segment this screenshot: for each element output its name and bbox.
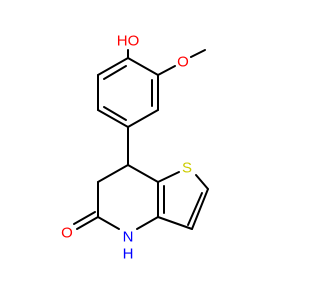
bond-s1-c2	[195, 174, 209, 190]
bond-c3-c3a	[157, 216, 193, 230]
bond-c4-c5-inner	[103, 106, 127, 121]
molecule-structure-diagram: HO O S N H O	[61, 32, 209, 263]
bond-c2-c3	[191, 188, 209, 230]
methoxy-oxygen-label: O	[177, 54, 189, 71]
dihydropyridinone-ring	[97, 164, 165, 230]
bond-c6-c1	[97, 57, 129, 76]
lactam-nitrogen-label: N	[123, 229, 134, 246]
lactam-nitrogen-h-label: H	[123, 246, 134, 263]
bond-c2-methoxy-o	[157, 65, 176, 76]
thiophene-ring	[157, 171, 209, 230]
hydroxyl-label: HO	[117, 33, 140, 50]
carbonyl-oxygen-label: O	[61, 225, 73, 242]
bond-c6-c7	[97, 164, 129, 183]
bond-c5-carbonyl-o-a	[76, 216, 99, 230]
thiophene-sulfur-label: S	[182, 160, 192, 177]
bond-c6-c1-inner	[103, 65, 127, 80]
bond-c7-c7a	[127, 164, 159, 183]
bond-c3-c4	[127, 109, 159, 128]
benzene-ring	[97, 57, 159, 128]
bond-c5-carbonyl-o-b	[73, 211, 96, 225]
bond-c7a-s1	[157, 171, 180, 183]
bond-n4-c5	[97, 216, 120, 230]
bond-c3a-n4	[136, 216, 159, 230]
bond-c4-c5	[97, 109, 129, 128]
bond-c2-c3-inner	[187, 192, 203, 226]
bond-c1-c2	[127, 57, 159, 76]
bond-methoxy-o-ch3	[190, 49, 206, 58]
